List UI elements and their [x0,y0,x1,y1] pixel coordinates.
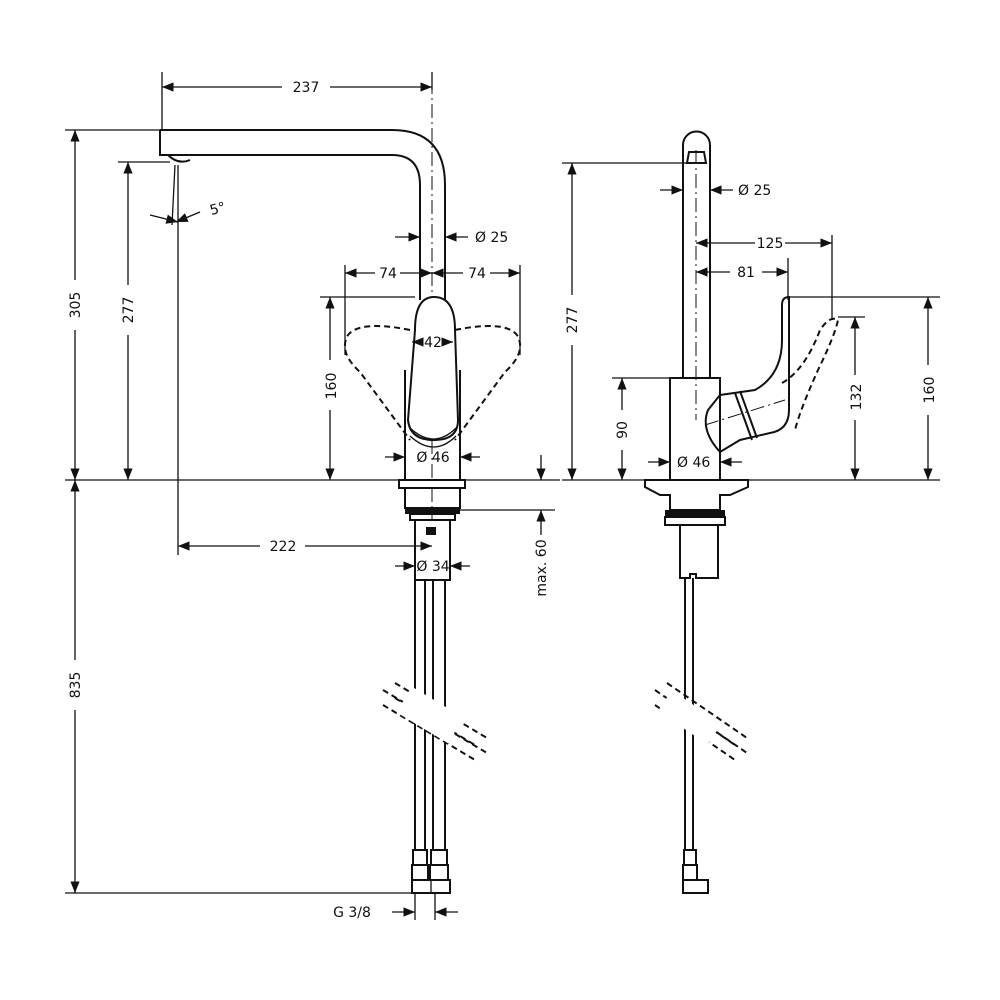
dim-body-diameter: Ø 46 [416,450,449,466]
dim-body-height: 90 [615,421,631,439]
dim-total-height: 305 [68,292,84,319]
lever [406,295,460,442]
dim-hose-length: 835 [68,672,84,699]
thread [665,510,725,517]
right-view: 277 Ø 25 125 81 90 Ø 46 132 160 [562,130,940,894]
dim-spout-diameter: Ø 25 [475,230,508,246]
break-mark [654,682,748,761]
nut [682,879,709,894]
dim-connection-thread: G 3/8 [333,905,371,921]
base-plate [644,479,749,511]
lever-alt-left [344,325,411,441]
aerator [167,154,191,163]
dim-spout-reach: 237 [293,80,320,96]
dim-lever-depth: 81 [737,265,755,281]
thread [405,508,460,514]
dim-spout-height: 277 [565,307,581,334]
dim-lever-height: 160 [922,377,938,404]
left-view: 237 305 277 5° Ø 25 74 74 42 160 Ø 46 22… [65,72,560,921]
dim-spout-diameter: Ø 25 [738,183,771,199]
dim-max-thickness: max. 60 [534,539,550,596]
dim-body-diameter: Ø 46 [677,455,710,471]
dim-spout-height: 277 [121,297,137,324]
dim-lever-swing-right: 74 [468,266,486,282]
dim-lever-height-open: 132 [849,384,865,411]
dim-spout-offset: 222 [270,539,297,555]
spout-pipe [682,130,711,378]
dim-lever-width: 42 [424,335,442,351]
shank [679,524,719,579]
lever-alt-right [454,325,521,441]
dim-lever-depth-open: 125 [757,236,784,252]
lever [704,295,790,454]
base-plate [398,479,466,489]
dim-spout-angle: 5° [208,199,228,219]
dim-lever-height: 160 [324,373,340,400]
spout [159,129,446,300]
dim-lever-swing-left: 74 [379,266,397,282]
dim-shank-diameter: Ø 34 [416,559,449,575]
